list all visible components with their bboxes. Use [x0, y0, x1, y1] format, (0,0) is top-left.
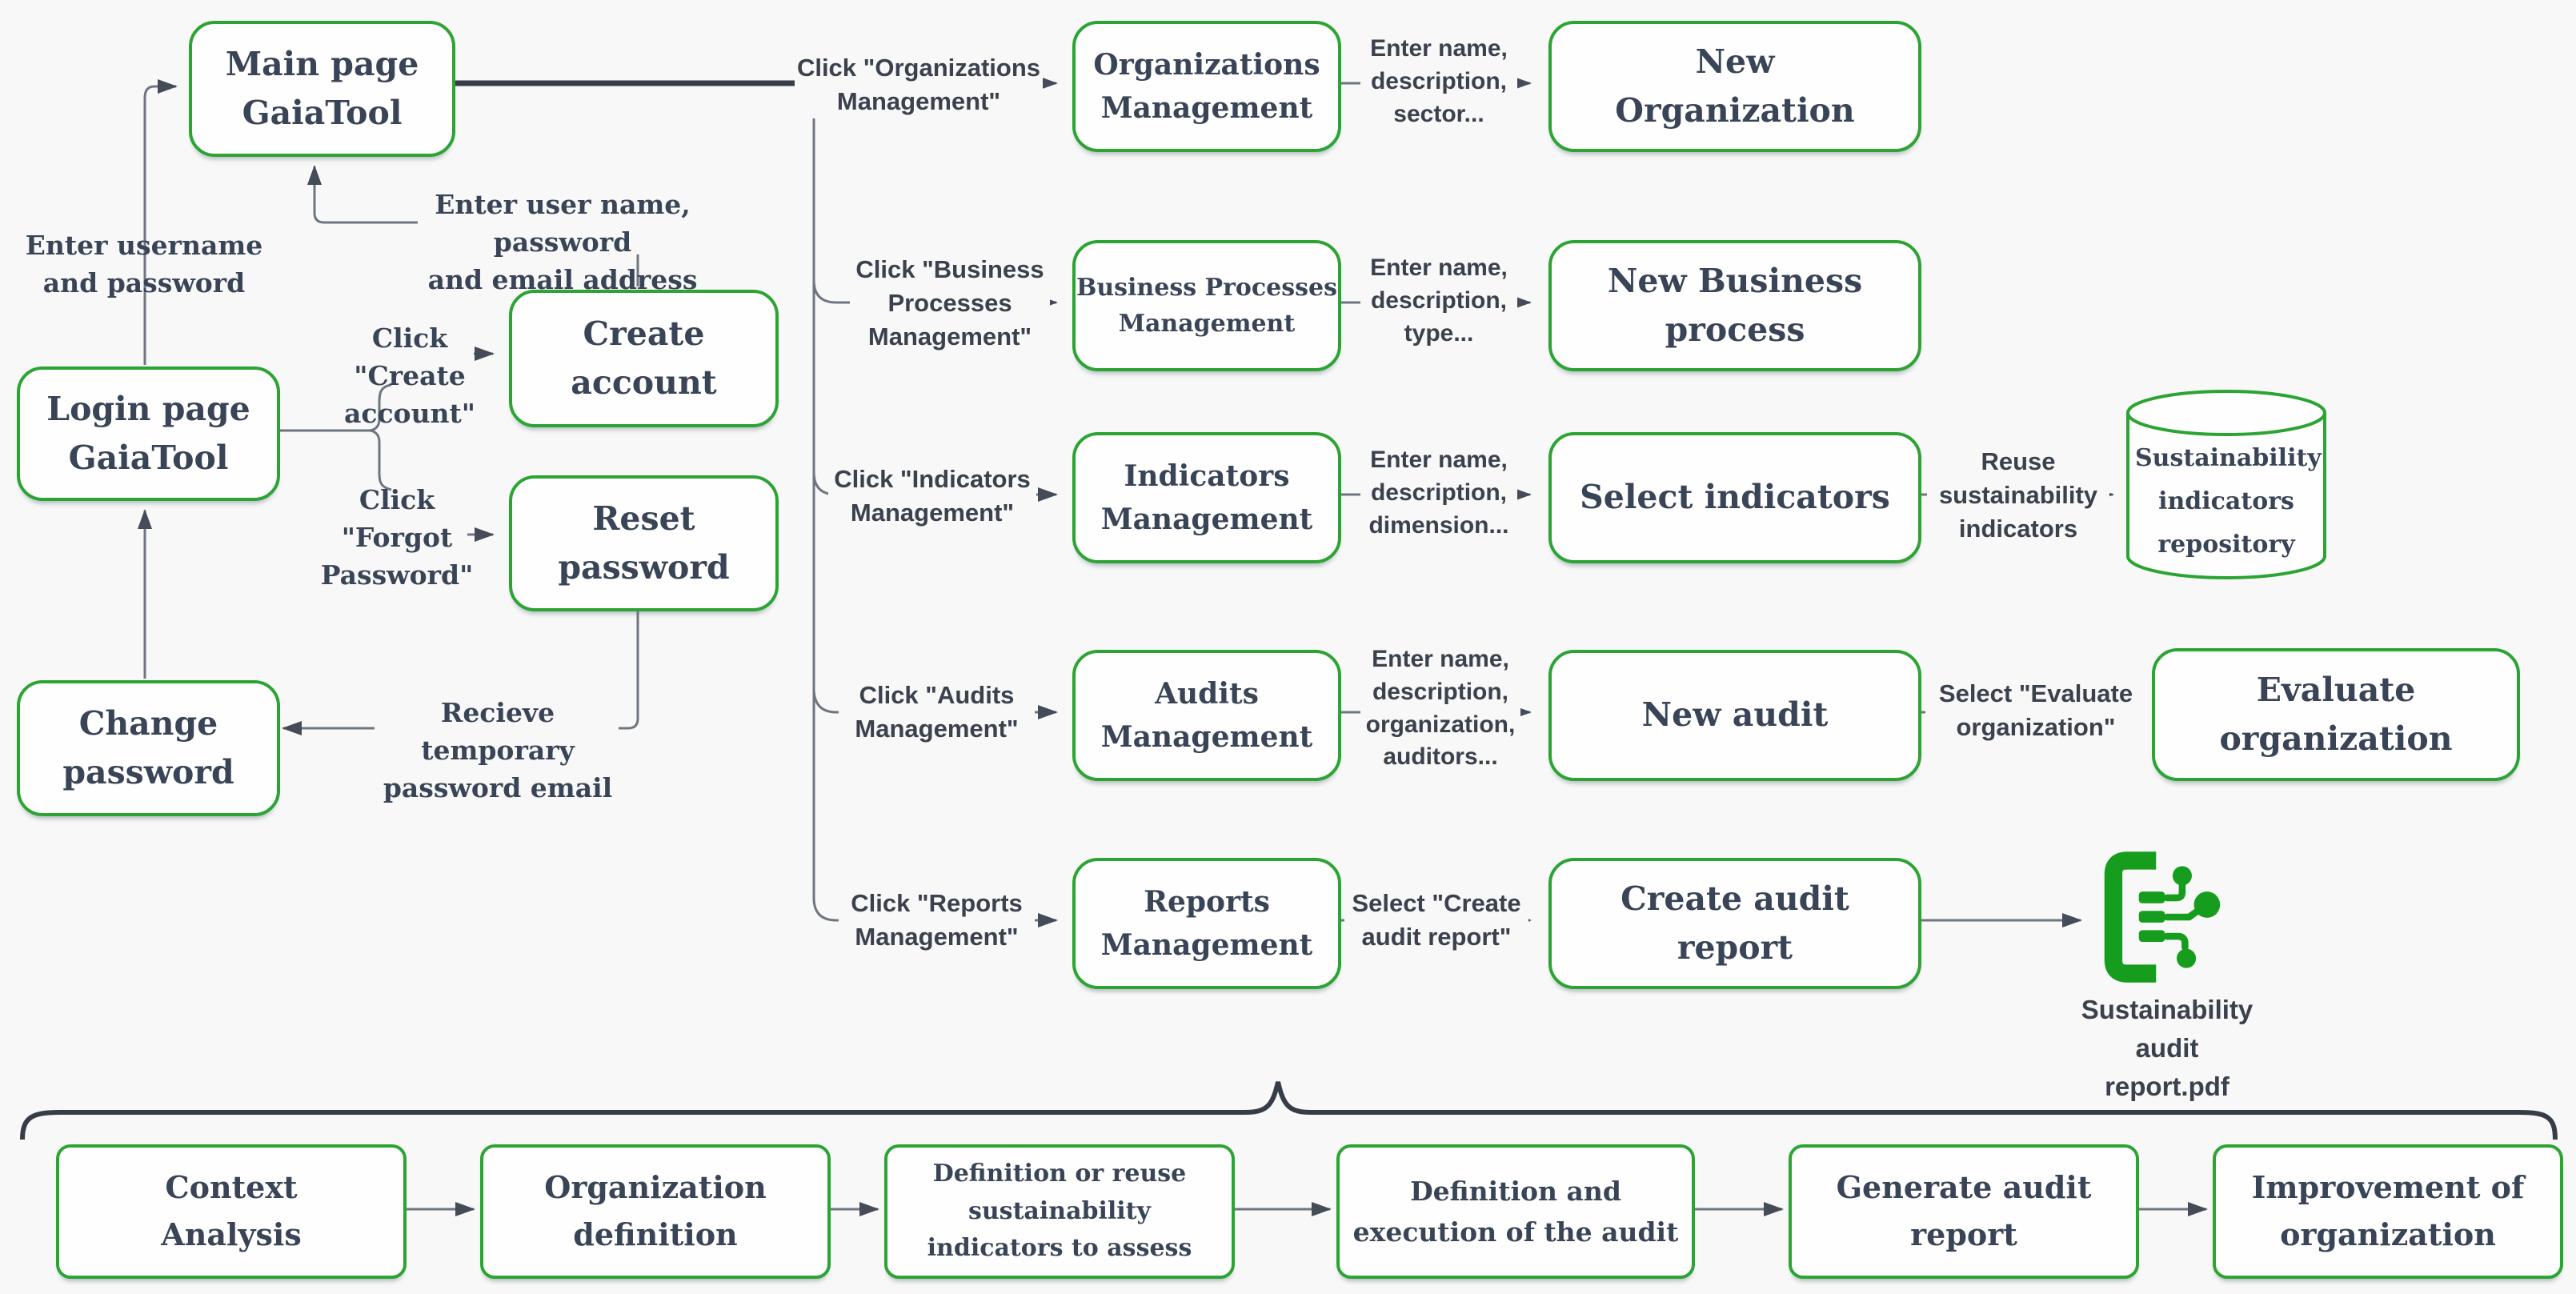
edge-label-select-evaluate: Select "Evaluate organization" — [1925, 677, 2146, 745]
curly-brace — [20, 1081, 2558, 1140]
edge-label-org-inputs: Enter name, description, sector... — [1360, 33, 1517, 131]
edge-label-enter-username: Enter username and password — [25, 230, 263, 298]
flow-node-organizations-management: Organizations Management — [1072, 21, 1341, 152]
repository-cylinder-label: Sustainability indicators repository — [2135, 444, 2322, 559]
flow-node-select-indicators: Select indicators — [1548, 432, 1921, 563]
phase-definition-execution-audit: Definition and execution of the audit — [1336, 1144, 1695, 1279]
flow-node-indicators-management: Indicators Management — [1072, 432, 1341, 563]
flow-node-create-audit-report: Create audit report — [1548, 858, 1921, 989]
edge-label-receive-temp-email: Recieve temporary password email — [383, 697, 613, 803]
trunk-line — [812, 112, 858, 922]
login-flow-connectors — [138, 79, 639, 735]
edge-label-ind-inputs: Enter name, description, dimension... — [1360, 444, 1517, 543]
edge-label-click-forgot-password: Click "Forgot Password" — [320, 484, 474, 591]
edge-label-enter-user-name-email: Enter user name, password and email addr… — [427, 189, 698, 295]
database-cylinder — [2126, 390, 2326, 579]
flow-node-evaluate-organization: Evaluate organization — [2152, 648, 2520, 781]
edge-label-click-business: Click "Business Processes Management" — [850, 253, 1050, 355]
stub-audits — [812, 687, 856, 714]
phase-context-analysis: Context Analysis — [56, 1144, 407, 1279]
edge-label-reuse-indicators: Reuse sustainability indicators — [1927, 445, 2109, 547]
report-file-icon — [2104, 851, 2221, 983]
flow-node-audits-management: Audits Management — [1072, 650, 1341, 781]
edge-label-click-audits: Click "Audits Management" — [839, 679, 1035, 747]
phase-definition-reuse-indicators: Definition or reuse sustainability indic… — [884, 1144, 1235, 1279]
phase-organization-definition: Organization definition — [480, 1144, 831, 1279]
phase-generate-audit-report: Generate audit report — [1789, 1144, 2139, 1279]
flow-node-change-password: Change password — [17, 680, 280, 816]
flow-node-main-page: Main page GaiaTool — [189, 21, 455, 157]
edge-label-audit-inputs: Enter name, description, organization, a… — [1360, 643, 1520, 775]
edge-label-click-indicators: Click "Indicators Management" — [828, 463, 1036, 531]
flow-node-reset-password: Reset password — [509, 475, 779, 611]
phase-improvement-organization: Improvement of organization — [2213, 1144, 2563, 1279]
stub-business — [812, 279, 858, 304]
bracket-split — [368, 383, 392, 491]
report-file-label: Sustainability audit report.pdf — [2081, 995, 2253, 1101]
edge-label-click-reports: Click "Reports Management" — [839, 887, 1035, 955]
edge-label-click-organizations: Click "Organizations Management" — [795, 51, 1043, 119]
flow-node-new-organization: New Organization — [1548, 21, 1921, 152]
edge-label-select-create-report: Select "Create audit report" — [1344, 887, 1528, 955]
flow-node-new-business-process: New Business process — [1548, 240, 1921, 371]
flow-node-create-account: Create account — [509, 290, 779, 427]
flow-node-new-audit: New audit — [1548, 650, 1921, 781]
edge-label-click-create-account: Click "Create account" — [343, 322, 475, 429]
flow-node-login-page: Login page GaiaTool — [17, 367, 280, 501]
edge-label-bp-inputs: Enter name, description, type... — [1360, 252, 1517, 351]
edge-login-to-main — [143, 79, 178, 365]
edge-createlabel-to-main — [307, 165, 418, 224]
flow-node-reports-management: Reports Management — [1072, 858, 1341, 989]
edge-reset-to-receive-label — [619, 606, 639, 730]
flow-node-business-processes-management: Business Processes Management — [1072, 240, 1341, 371]
